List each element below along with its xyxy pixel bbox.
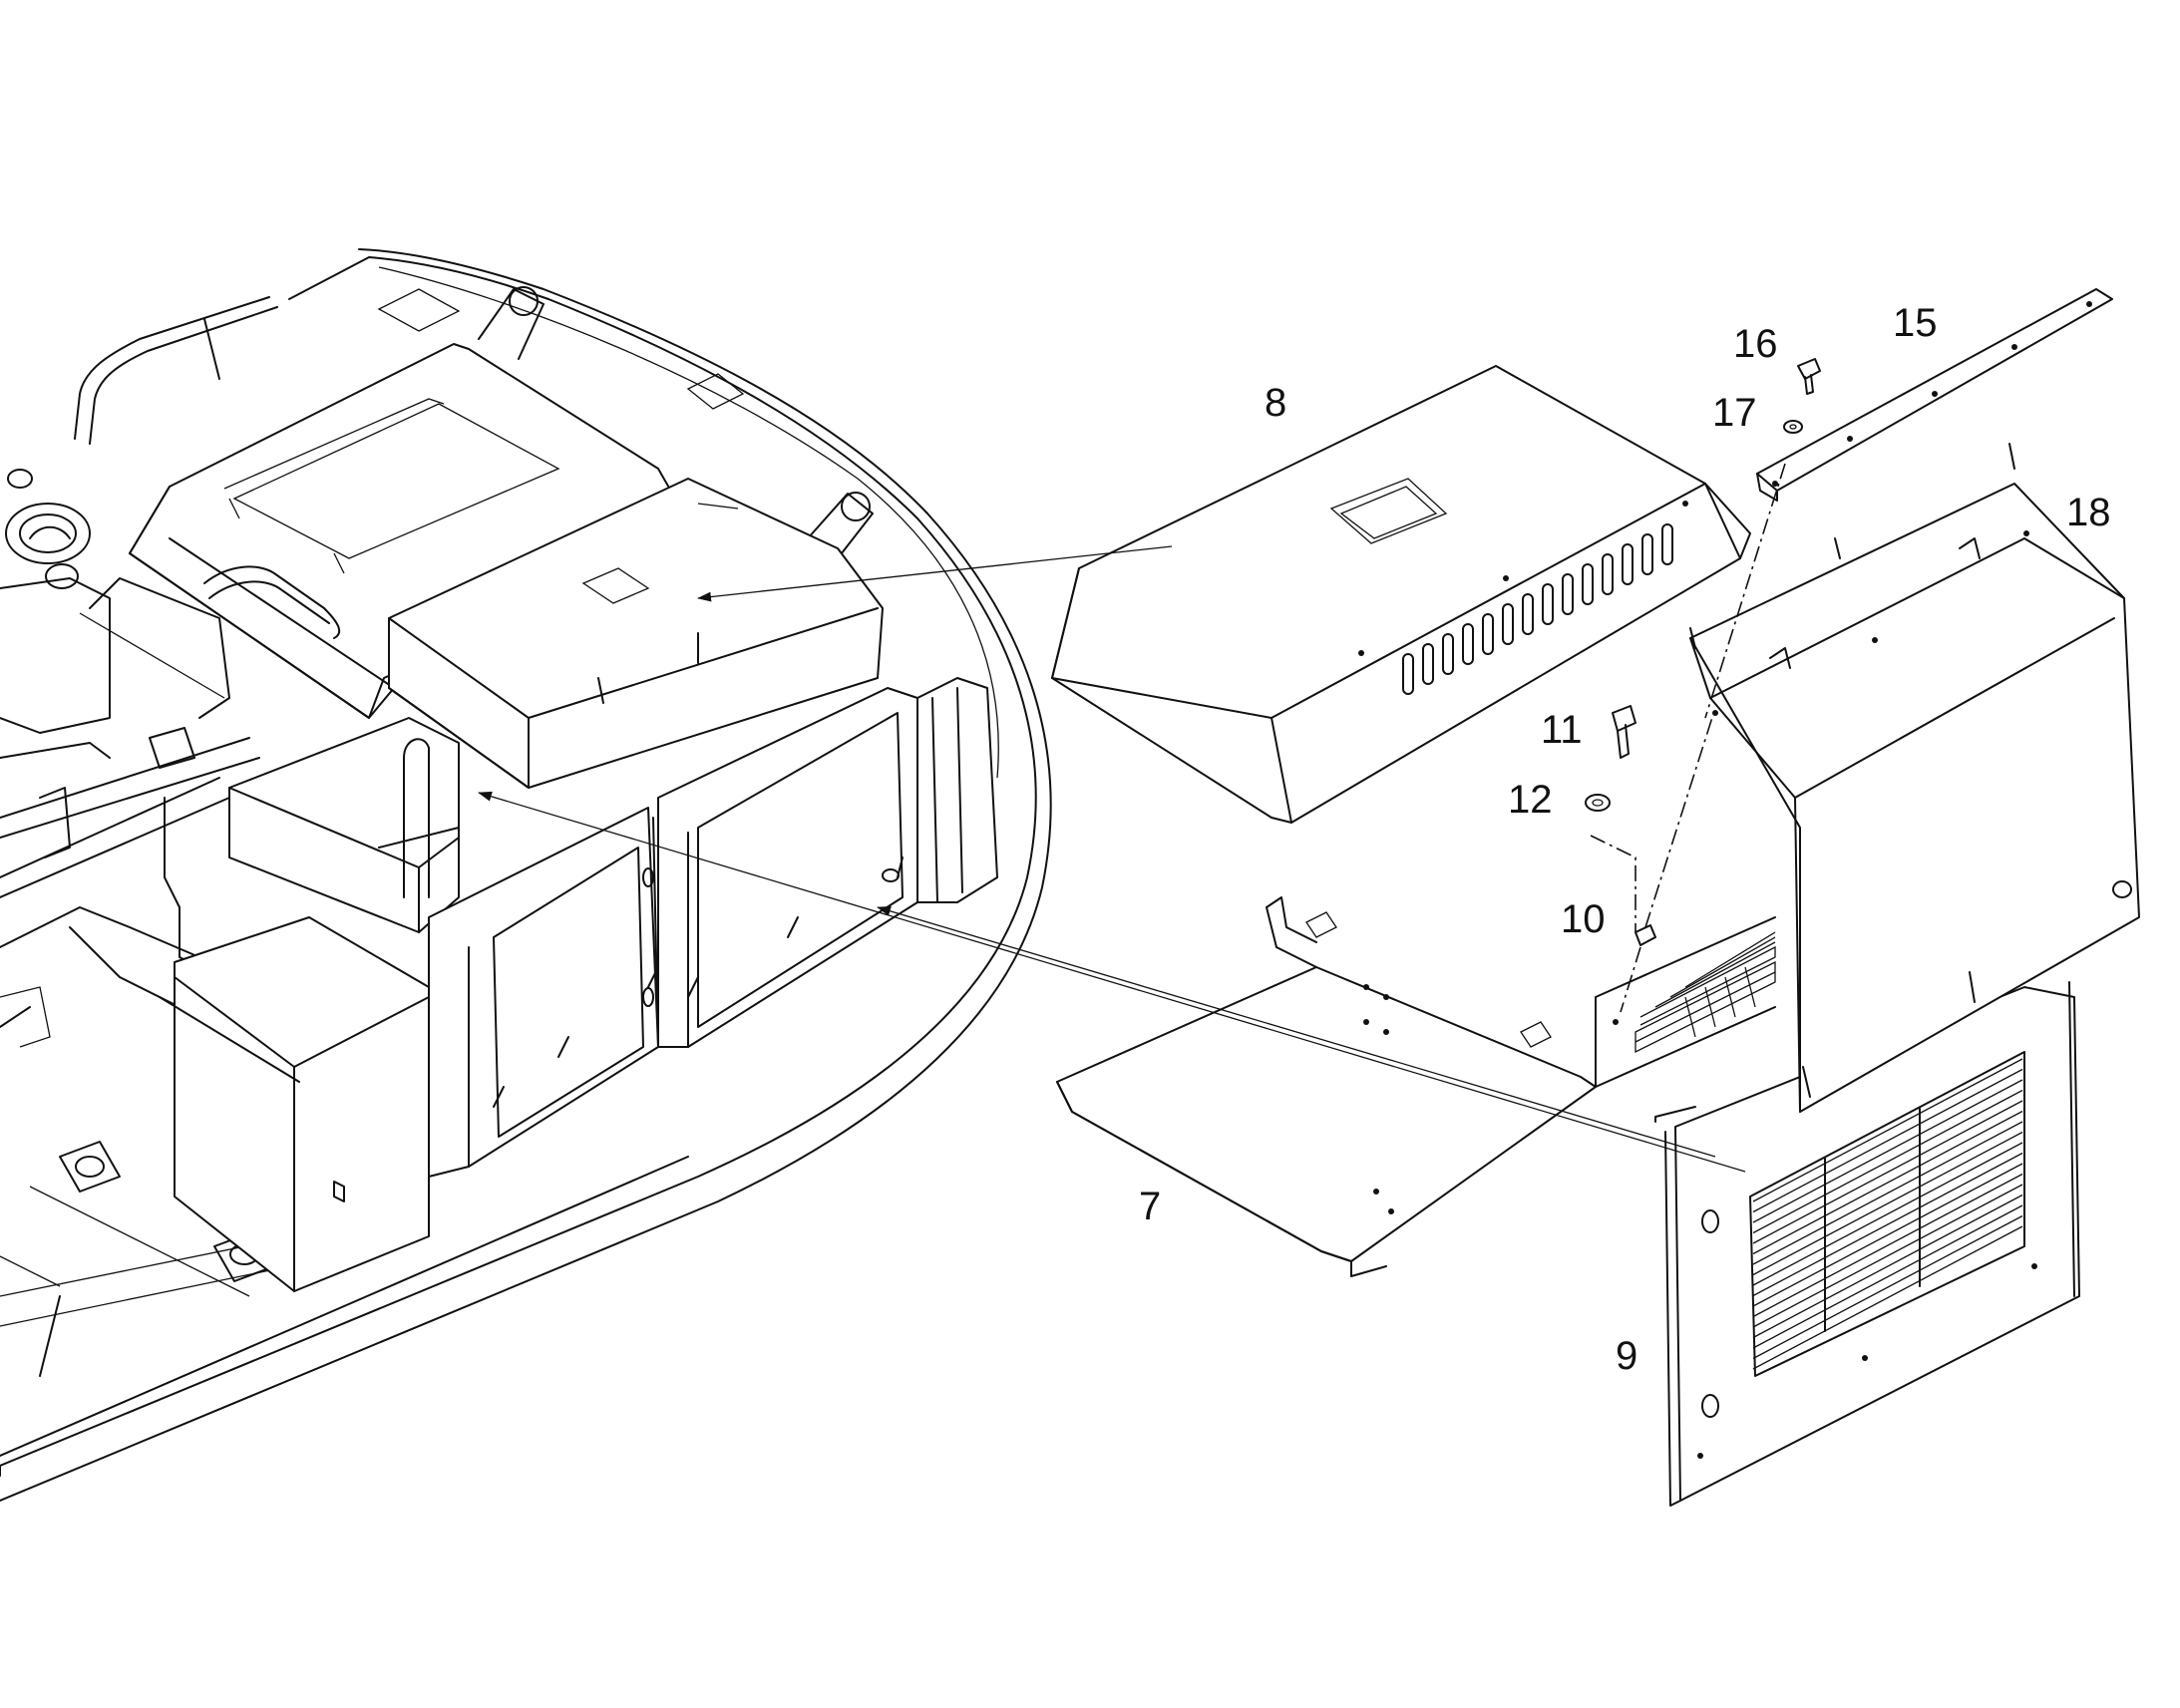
grille-slat xyxy=(1752,1121,2023,1265)
callout-10: 10 xyxy=(1561,897,1606,941)
part-16-bolt xyxy=(1797,358,1821,395)
grille-slat xyxy=(1752,1163,2023,1307)
grille-slat xyxy=(1752,1068,2023,1213)
grille-slat xyxy=(1752,1100,2023,1244)
grille-slat xyxy=(1752,1214,2023,1360)
grille-slats xyxy=(1752,1058,2023,1370)
grille-slat xyxy=(1752,1204,2023,1349)
machine-upper-structure xyxy=(0,248,1052,1502)
arrow-8-to-hood xyxy=(697,545,1173,602)
callout-17: 17 xyxy=(1712,391,1757,435)
grille-slat xyxy=(1752,1142,2023,1286)
grille-slat xyxy=(1752,1110,2023,1255)
callout-11: 11 xyxy=(1541,708,1583,752)
grille-slat xyxy=(1752,1079,2023,1223)
grille-slat xyxy=(1752,1089,2023,1234)
part-12-washer xyxy=(1585,794,1611,812)
grille-slat xyxy=(1752,1225,2023,1370)
grille-slat xyxy=(1752,1131,2023,1276)
grille-slat xyxy=(1752,1194,2023,1339)
callout-15: 15 xyxy=(1893,301,1938,345)
grille-slat xyxy=(1752,1184,2023,1328)
grille-slat xyxy=(1752,1152,2023,1297)
grille-slat xyxy=(1752,1173,2023,1318)
part-10-plate xyxy=(1635,924,1656,946)
arrow-7-to-door xyxy=(478,791,1746,1173)
callout-16: 16 xyxy=(1733,322,1778,366)
mesh-grille xyxy=(1635,931,1776,1054)
part-9-grille-panel xyxy=(1654,981,2080,1507)
assembly-line-16 xyxy=(1704,463,1786,719)
part-15-strip xyxy=(1756,288,2113,502)
assembly-line-10-18 xyxy=(1644,707,1716,928)
arrow-9-to-door xyxy=(877,905,1716,1158)
callout-7: 7 xyxy=(1139,1185,1161,1228)
part-8-top-cover xyxy=(1051,365,1751,824)
assembly-line-11-10 xyxy=(1590,835,1636,932)
part-7-side-cover xyxy=(1056,896,1776,1277)
callout-9: 9 xyxy=(1616,1334,1637,1378)
part-17-washer xyxy=(1783,420,1803,434)
callout-18: 18 xyxy=(2066,491,2111,534)
louver-slots xyxy=(1402,523,1673,695)
assembly-line-10-7 xyxy=(1620,946,1641,1013)
grille-slat xyxy=(1752,1058,2023,1202)
callout-12: 12 xyxy=(1508,778,1553,822)
callout-8: 8 xyxy=(1265,381,1286,425)
part-11-bolt xyxy=(1612,705,1636,759)
part-18-side-panel xyxy=(1689,443,2140,1113)
